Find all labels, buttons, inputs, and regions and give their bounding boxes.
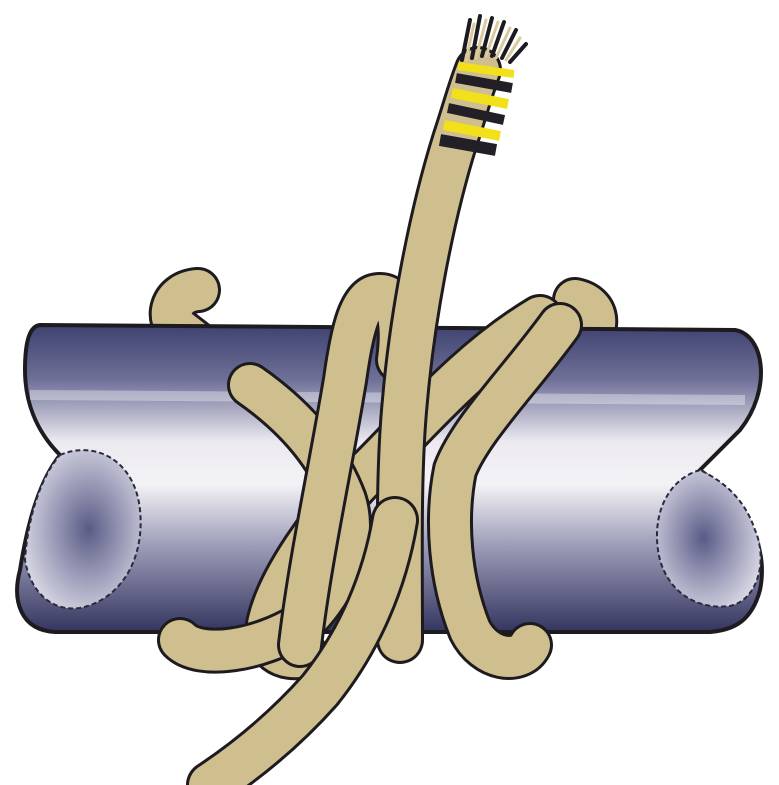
knot-illustration: [0, 0, 779, 785]
knot-diagram: [0, 0, 779, 785]
